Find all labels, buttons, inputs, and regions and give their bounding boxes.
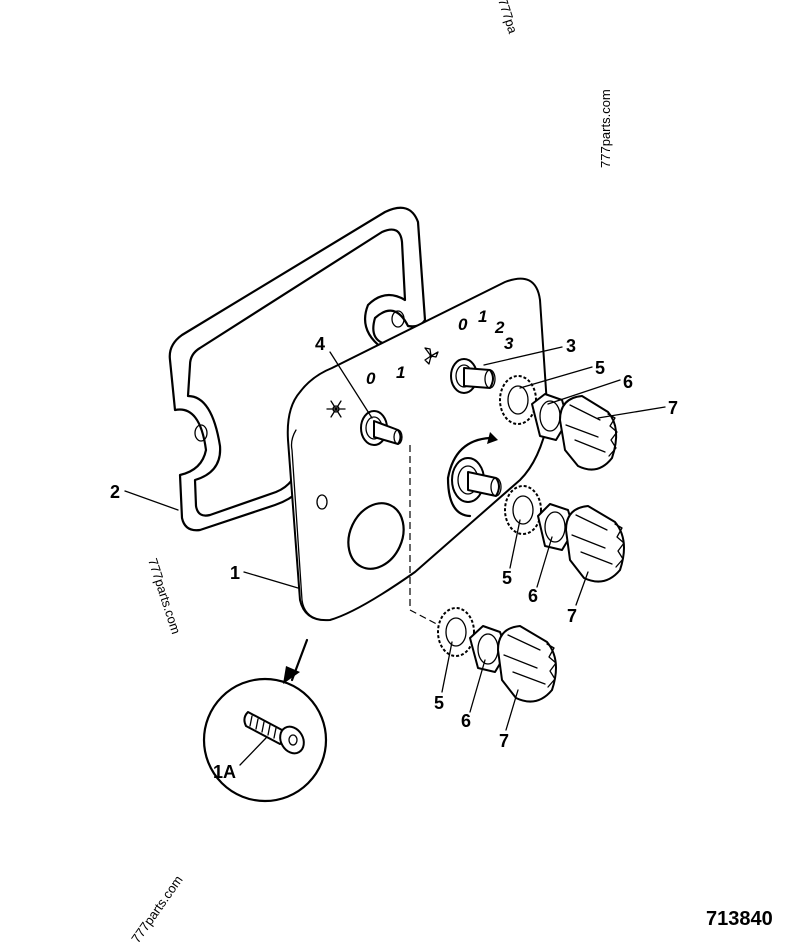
dial-fan-0: 0: [458, 315, 468, 334]
screw-detail: [202, 638, 328, 803]
dial-scale-fan: 0 1 2 3: [458, 307, 514, 353]
leader-lines: [124, 346, 666, 766]
dial-fan-2: 2: [494, 318, 505, 337]
watermark-left: 777parts.com: [145, 556, 184, 636]
washer-bot: [437, 607, 475, 657]
callout-switch-left: 4: [315, 334, 325, 354]
switch-top: [450, 358, 496, 394]
callout-washer-bot: 5: [434, 693, 444, 713]
washer-top: [499, 375, 537, 425]
callout-labels: 2 1 4 3 5 6 7 5 6 7 5 6 7 1A: [110, 334, 678, 782]
screw: [243, 711, 305, 755]
callout-nut-mid: 6: [528, 586, 538, 606]
dial-heater-0: 0: [366, 369, 376, 388]
watermark-bottom: 777parts.com: [128, 873, 185, 946]
knob-mid: [565, 505, 625, 583]
knob-top: [559, 395, 618, 471]
knob-bot: [497, 625, 557, 703]
dial-fan-1: 1: [478, 307, 487, 326]
callout-nut-top: 6: [623, 372, 633, 392]
watermark-top: 777pa: [495, 0, 521, 36]
control-panel: [286, 277, 549, 622]
dial-fan-3: 3: [504, 334, 514, 353]
callout-switch-top: 3: [566, 336, 576, 356]
part-code: 713840: [706, 908, 773, 930]
callout-knob-mid: 7: [567, 606, 577, 626]
rotary-switch: [446, 432, 502, 518]
fan-icon: [424, 347, 439, 365]
callout-knob-bot: 7: [499, 731, 509, 751]
callout-knob-top: 7: [668, 398, 678, 418]
switch-left: [360, 410, 403, 446]
callout-gasket: 2: [110, 482, 120, 502]
callout-washer-top: 5: [595, 358, 605, 378]
watermark-right: 777parts.com: [598, 89, 613, 168]
snowflake-icon: [326, 400, 346, 418]
callout-nut-bot: 6: [461, 711, 471, 731]
dial-heater-1: 1: [396, 363, 405, 382]
callout-washer-mid: 5: [502, 568, 512, 588]
dial-scale-heater: 0 1: [366, 363, 405, 388]
callout-screw-detail: 1A: [213, 762, 236, 782]
callout-panel: 1: [230, 563, 240, 583]
washer-mid: [504, 485, 542, 535]
